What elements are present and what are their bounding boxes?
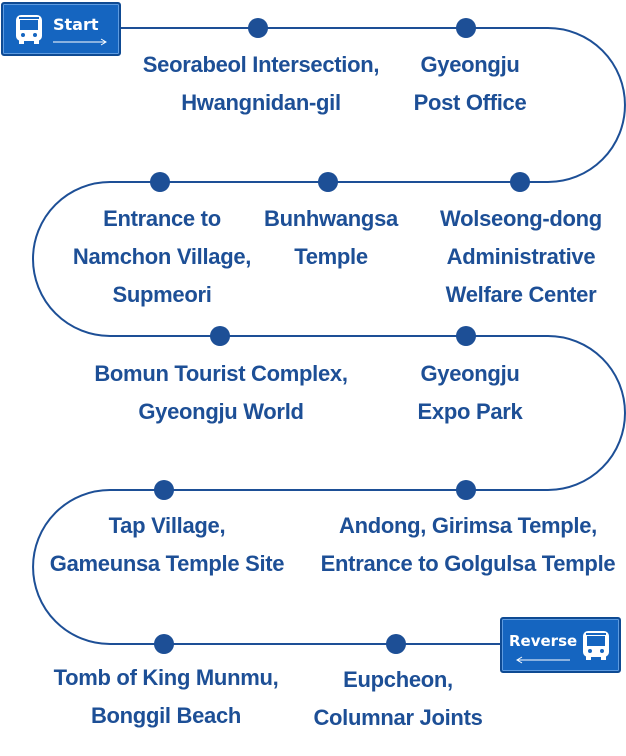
reverse-label: Reverse <box>509 632 578 650</box>
stop-dot <box>248 18 268 38</box>
stop-dot <box>510 172 530 192</box>
stop-dot <box>154 634 174 654</box>
route-line <box>32 27 626 645</box>
stop-label: Seorabeol Intersection,Hwangnidan-gil <box>142 52 380 115</box>
start-label: Start <box>53 15 99 34</box>
stop-label: Tomb of King Munmu,Bonggil Beach <box>53 665 279 728</box>
start-sign: Start <box>1 2 121 56</box>
stop-label: Tap Village,Gameunsa Temple Site <box>49 513 285 576</box>
stop-dot <box>154 480 174 500</box>
bus-icon <box>16 15 42 44</box>
stop-dot <box>456 18 476 38</box>
stop-label: Andong, Girimsa Temple,Entrance to Golgu… <box>320 513 616 576</box>
stop-dot <box>386 634 406 654</box>
arrow-right-icon <box>53 38 107 46</box>
stop-dot <box>456 480 476 500</box>
stop-dot <box>210 326 230 346</box>
stop-label: Bomun Tourist Complex,Gyeongju World <box>94 361 348 424</box>
stop-label: Eupcheon,Columnar Joints <box>313 667 483 730</box>
reverse-sign: Reverse <box>500 617 621 673</box>
stop-dot <box>456 326 476 346</box>
bus-icon <box>583 631 609 660</box>
stop-dot <box>150 172 170 192</box>
stop-dot <box>318 172 338 192</box>
arrow-left-icon <box>516 656 570 664</box>
